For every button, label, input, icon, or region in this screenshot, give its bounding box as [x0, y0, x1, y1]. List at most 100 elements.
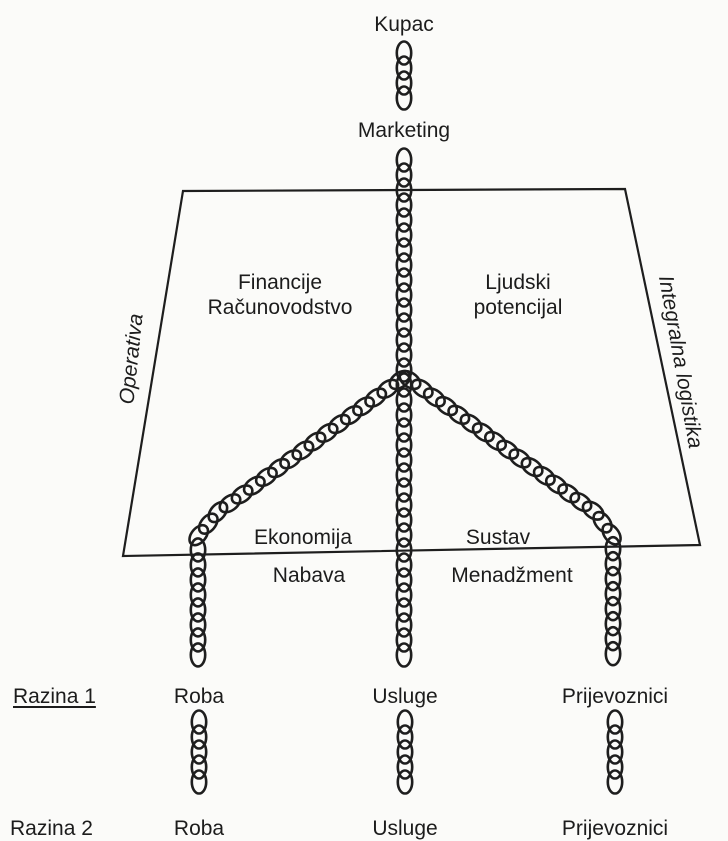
chain-link-main — [395, 597, 413, 623]
chain-link-goods-level2 — [190, 724, 208, 750]
chain-link-goods — [352, 396, 376, 417]
chain-link-carriers — [581, 500, 605, 521]
chain-link-goods-level2 — [190, 769, 208, 795]
chain-link-services-level2 — [396, 754, 414, 780]
finance-accounting-label: Financije Računovodstvo — [208, 270, 353, 320]
chain-link-goods — [327, 413, 351, 435]
chain-link-main — [395, 177, 413, 203]
chain-link-carriers — [398, 369, 422, 391]
chain-link-carriers — [557, 483, 581, 504]
chain-link-carriers — [435, 395, 459, 417]
chain-link-main — [395, 207, 413, 233]
chain-link-goods — [303, 431, 327, 452]
chain-link-customer-marketing — [395, 55, 413, 81]
chain-link-main — [395, 147, 413, 173]
chain-link-carriers-level2 — [606, 709, 624, 735]
chain-link-main — [395, 402, 413, 428]
finance-label: Financije — [237, 271, 323, 294]
chain-link-goods — [188, 523, 210, 547]
level-2-carriers: Prijevoznici — [561, 817, 669, 840]
chain-link-main — [395, 237, 413, 263]
chain-link-main — [395, 282, 413, 308]
chain-link-main — [395, 552, 413, 578]
chain-link-carriers — [604, 610, 622, 637]
chain-link-carriers — [604, 565, 622, 592]
procurement-label: Nabava — [272, 564, 346, 587]
chain-link-main — [395, 192, 413, 218]
chain-link-carriers — [592, 510, 613, 534]
level-1-goods: Roba — [173, 685, 225, 708]
chain-link-services-level2 — [396, 709, 414, 735]
chain-link-carriers — [410, 378, 434, 399]
chain-link-carriers — [471, 422, 495, 443]
level-2-goods: Roba — [173, 817, 225, 840]
chain-link-carriers — [604, 595, 622, 622]
chain-link-goods — [376, 378, 400, 400]
chain-link-goods — [207, 500, 229, 524]
level-1-carriers: Prijevoznici — [561, 685, 669, 708]
chain-link-goods-level2 — [190, 709, 208, 735]
chain-link-goods — [189, 552, 207, 578]
chain-link-goods — [189, 612, 207, 638]
chain-link-main — [395, 507, 413, 533]
chain-link-carriers — [447, 404, 471, 425]
chain-link-main — [395, 312, 413, 338]
accounting-label: Računovodstvo — [207, 296, 353, 320]
chain-link-goods — [242, 475, 266, 496]
chain-link-main — [395, 642, 413, 668]
chain-link-carriers — [508, 448, 532, 469]
chain-link-carriers — [532, 465, 556, 486]
level-2-label: Razina 2 — [10, 817, 93, 840]
chain-link-goods — [230, 484, 254, 505]
chain-link-goods-level2 — [190, 739, 208, 765]
chain-link-main — [395, 387, 413, 413]
chain-link-goods — [189, 597, 207, 623]
chain-link-main — [395, 267, 413, 293]
chain-link-main — [395, 492, 413, 518]
chain-link-goods — [291, 440, 315, 461]
chain-link-carriers — [604, 550, 622, 577]
chain-link-carriers — [544, 474, 569, 495]
level-1-label: Razina 1 — [13, 685, 96, 708]
chain-link-goods — [189, 567, 207, 593]
chain-link-goods — [339, 404, 363, 426]
chain-link-goods — [315, 422, 339, 444]
customer-label: Kupac — [374, 13, 434, 36]
chain-link-goods — [197, 512, 219, 535]
organisation-quadrilateral — [121, 187, 702, 558]
chain-link-services-level2 — [396, 724, 414, 750]
chain-link-carriers — [604, 580, 622, 607]
level-1-services: Usluge — [372, 685, 438, 708]
chain-link-carriers-level2 — [606, 739, 624, 765]
system-label: Sustav — [465, 526, 531, 549]
chain-link-main — [395, 432, 413, 458]
chain-link-carriers — [604, 535, 622, 562]
chain-link-main — [395, 357, 413, 383]
chain-link-customer-marketing — [395, 85, 413, 111]
chain-link-carriers-level2 — [606, 724, 624, 750]
level-2-services: Usluge — [372, 817, 438, 840]
chain-link-main — [395, 612, 413, 638]
chain-link-carriers-level2 — [606, 754, 624, 780]
resources-label: potencijal — [473, 296, 563, 320]
chain-link-carriers — [422, 387, 446, 408]
chain-link-goods — [254, 466, 278, 488]
economics-label: Ekonomija — [253, 526, 353, 549]
chain-link-main — [395, 222, 413, 248]
chain-link-carriers — [569, 491, 593, 513]
chain-link-carriers — [496, 439, 520, 460]
chain-link-carriers — [483, 430, 508, 452]
human-resources-label: Ljudski potencijal — [474, 270, 563, 320]
chain-link-customer-marketing — [395, 70, 413, 96]
chain-link-carriers — [604, 625, 622, 652]
chain-link-main — [395, 567, 413, 593]
chain-link-goods — [189, 642, 207, 668]
chain-link-goods — [267, 457, 291, 479]
chain-link-goods — [279, 449, 303, 470]
chain-link-main — [395, 522, 413, 548]
chain-link-main — [395, 252, 413, 278]
management-label: Menadžment — [451, 564, 573, 587]
chain-link-main — [395, 162, 413, 188]
